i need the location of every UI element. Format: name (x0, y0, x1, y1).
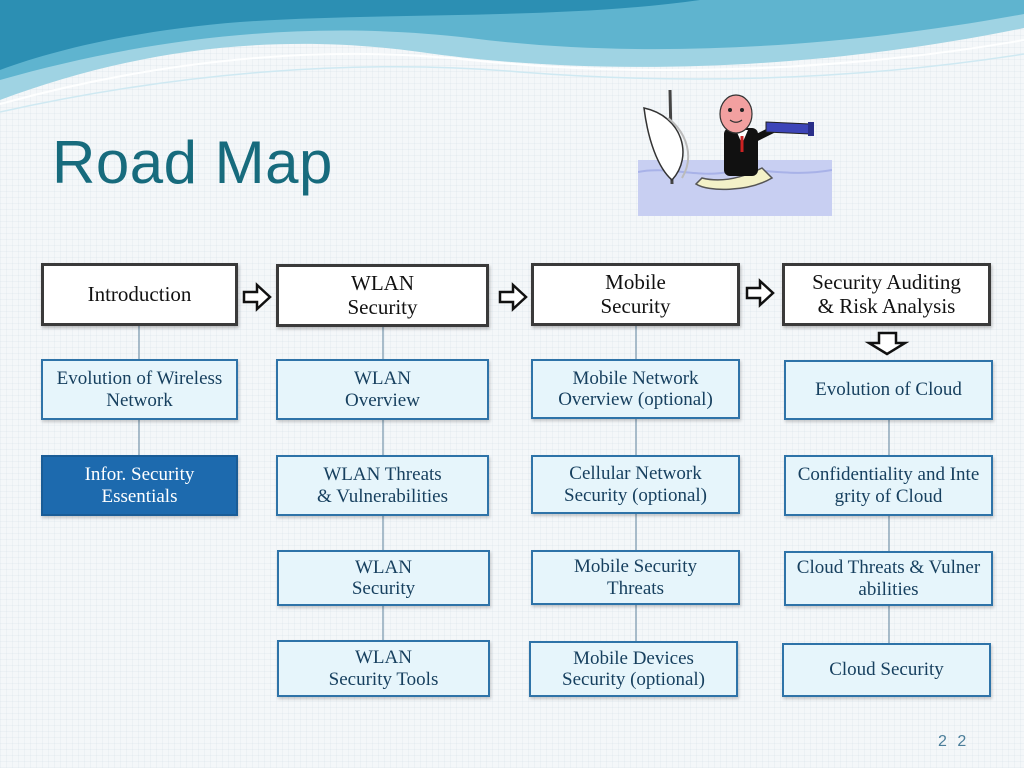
item-evolution-of-wireless-network[interactable]: Evolution of Wireless Network (41, 359, 238, 420)
header-introduction[interactable]: Introduction (41, 263, 238, 326)
header-swoosh-decoration (0, 0, 1024, 113)
header-mobile-security[interactable]: Mobile Security (531, 263, 740, 326)
item-wlan-security-tools[interactable]: WLAN Security Tools (277, 640, 490, 697)
item-wlan-overview[interactable]: WLAN Overview (276, 359, 489, 420)
item-mobile-devices-security[interactable]: Mobile Devices Security (optional) (529, 641, 738, 697)
page-number: 2 2 (938, 733, 970, 750)
item-mobile-security-threats[interactable]: Mobile Security Threats (531, 550, 740, 605)
item-cloud-threats-vulnerabilities[interactable]: Cloud Threats & Vulner abilities (784, 551, 993, 606)
item-infor-security-essentials[interactable]: Infor. Security Essentials (41, 455, 238, 516)
header-wlan-security[interactable]: WLAN Security (276, 264, 489, 327)
item-mobile-network-overview[interactable]: Mobile Network Overview (optional) (531, 359, 740, 419)
header-security-auditing-risk-analysis[interactable]: Security Auditing & Risk Analysis (782, 263, 991, 326)
item-cellular-network-security[interactable]: Cellular Network Security (optional) (531, 455, 740, 514)
item-wlan-threats-vulnerabilities[interactable]: WLAN Threats & Vulnerabilities (276, 455, 489, 516)
item-confidentiality-integrity-of-cloud[interactable]: Confidentiality and Inte grity of Cloud (784, 455, 993, 516)
slide-title: Road Map (52, 129, 333, 196)
explorer-with-telescope-on-boat-icon (638, 89, 832, 216)
item-cloud-security[interactable]: Cloud Security (782, 643, 991, 697)
item-wlan-security[interactable]: WLAN Security (277, 550, 490, 606)
item-evolution-of-cloud[interactable]: Evolution of Cloud (784, 360, 993, 420)
